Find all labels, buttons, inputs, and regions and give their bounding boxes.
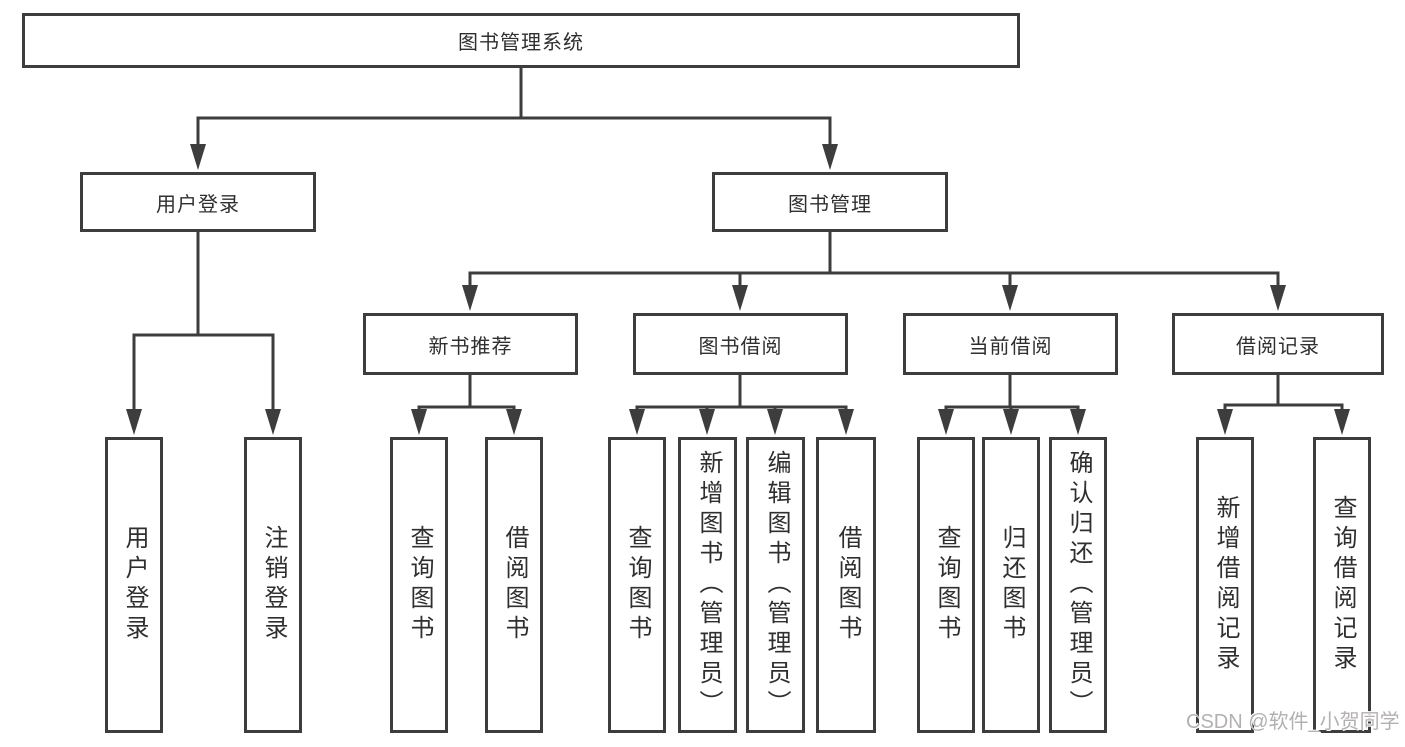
- connector-book-mgmt-split: [468, 232, 1280, 288]
- connector-borrow-record-split: [1223, 375, 1344, 412]
- leaf-edit-books-admin: 编辑图书（管理员）: [746, 437, 805, 733]
- arrowhead: [126, 409, 142, 435]
- node-new-book-recommendation: 新书推荐: [363, 313, 578, 375]
- leaf-borrow-books-recommend: 借阅图书: [485, 437, 543, 733]
- leaf-logout: 注销登录: [244, 437, 302, 733]
- leaf-return-books: 归还图书: [982, 437, 1040, 733]
- arrowhead: [732, 285, 748, 311]
- arrowhead: [1217, 409, 1233, 435]
- arrowhead: [1070, 409, 1086, 435]
- node-book-borrowing: 图书借阅: [633, 313, 848, 375]
- node-root-system: 图书管理系统: [22, 13, 1020, 68]
- connector-root-split: [196, 68, 832, 148]
- leaf-query-borrow-record: 查询借阅记录: [1313, 437, 1371, 733]
- node-user-login: 用户登录: [80, 172, 316, 232]
- leaf-query-books-current: 查询图书: [917, 437, 975, 733]
- leaf-user-login: 用户登录: [105, 437, 163, 733]
- arrowhead: [699, 409, 715, 435]
- arrowhead: [1003, 409, 1019, 435]
- connector-new-book-split: [417, 375, 516, 412]
- arrowhead: [265, 409, 281, 435]
- arrowhead: [1334, 409, 1350, 435]
- arrowhead: [190, 144, 206, 170]
- csdn-watermark: CSDN @软件_小贺同学: [1186, 711, 1400, 733]
- leaf-borrow-books: 借阅图书: [816, 437, 876, 733]
- connector-current-borrow-split: [944, 375, 1080, 412]
- leaf-add-borrow-record: 新增借阅记录: [1196, 437, 1254, 733]
- node-borrowing-records: 借阅记录: [1172, 313, 1384, 375]
- arrowhead: [1270, 285, 1286, 311]
- arrowhead: [411, 409, 427, 435]
- node-book-management: 图书管理: [712, 172, 948, 232]
- leaf-confirm-return-admin: 确认归还（管理员）: [1049, 437, 1107, 733]
- arrowhead: [838, 409, 854, 435]
- leaf-query-books-borrow: 查询图书: [608, 437, 666, 733]
- node-current-borrowing: 当前借阅: [903, 313, 1118, 375]
- arrowhead: [1002, 285, 1018, 311]
- connector-book-borrow-split: [635, 375, 848, 412]
- arrowhead: [938, 409, 954, 435]
- arrowhead: [629, 409, 645, 435]
- connector-user-login-split: [132, 232, 275, 412]
- arrowhead: [822, 144, 838, 170]
- arrowhead: [767, 409, 783, 435]
- leaf-query-books-recommend: 查询图书: [390, 437, 448, 733]
- arrowhead: [462, 285, 478, 311]
- leaf-add-books-admin: 新增图书（管理员）: [678, 437, 737, 733]
- arrowhead: [506, 409, 522, 435]
